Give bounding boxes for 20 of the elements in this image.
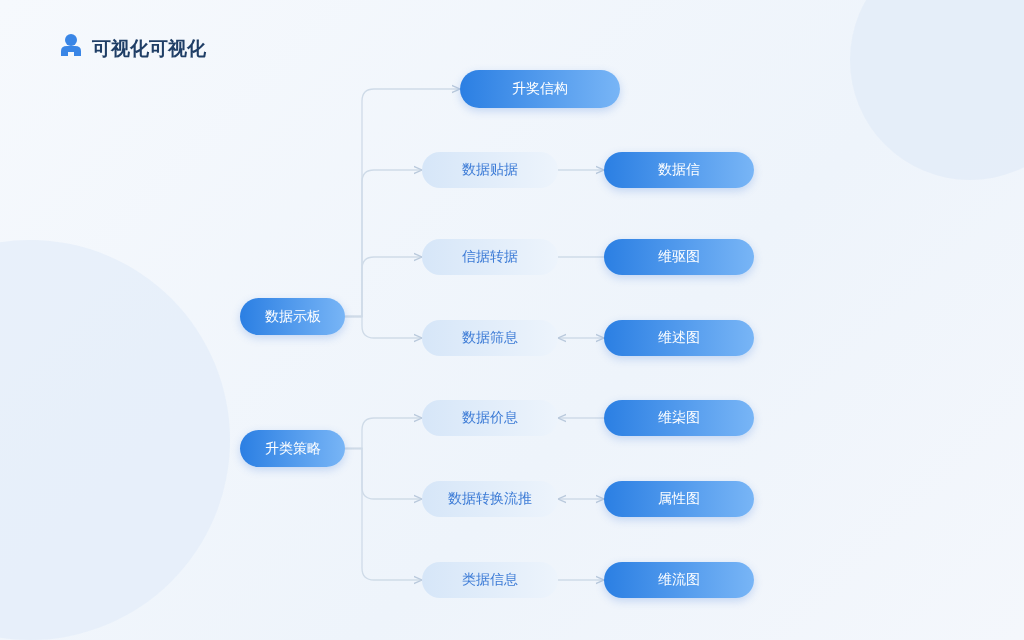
process-pill: 升类策略 — [240, 430, 345, 467]
connector-arrow — [557, 333, 605, 343]
process-pill: 升奖信构 — [460, 70, 620, 108]
connector-arrow — [557, 575, 605, 585]
category-pill: 数据价息 — [422, 400, 558, 436]
process-pill: 维流图 — [604, 562, 754, 598]
category-pill: 数据筛息 — [422, 320, 558, 356]
category-pill: 数据转换流推 — [422, 481, 558, 517]
connector-arrow — [557, 413, 605, 423]
process-pill: 数据示板 — [240, 298, 345, 335]
process-pill: 维驱图 — [604, 239, 754, 275]
category-pill: 信据转据 — [422, 239, 558, 275]
process-pill: 维述图 — [604, 320, 754, 356]
title: 可视化可视化 — [92, 36, 206, 61]
process-pill: 数据信 — [604, 152, 754, 188]
process-pill: 属性图 — [604, 481, 754, 517]
category-pill: 数据贴据 — [422, 152, 558, 188]
process-pill: 维柒图 — [604, 400, 754, 436]
connector-arrow — [557, 494, 605, 504]
connector-arrow — [557, 165, 605, 175]
